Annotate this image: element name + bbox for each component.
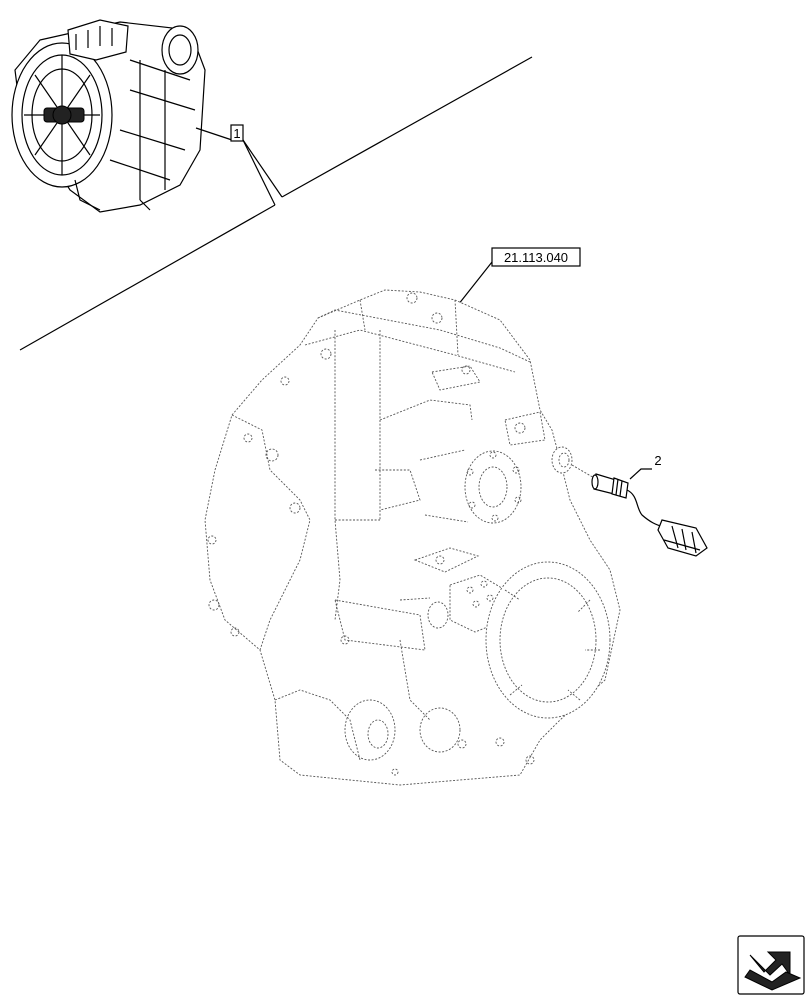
assembly-callout: 1	[195, 124, 283, 206]
housing-ref-label: 21.113.040	[504, 250, 568, 265]
assembly-ref-label: 1	[233, 126, 240, 141]
next-page-arrow-icon[interactable]	[737, 935, 805, 995]
transmission-housing-icon	[204, 289, 621, 786]
section-divider-line	[19, 56, 533, 351]
sensor-ref-label: 2	[654, 453, 661, 468]
transmission-assembly-icon	[11, 19, 206, 213]
sensor-callout: 2	[629, 453, 662, 480]
housing-callout: 21.113.040	[457, 247, 581, 306]
temperature-sensor-icon	[571, 464, 708, 557]
